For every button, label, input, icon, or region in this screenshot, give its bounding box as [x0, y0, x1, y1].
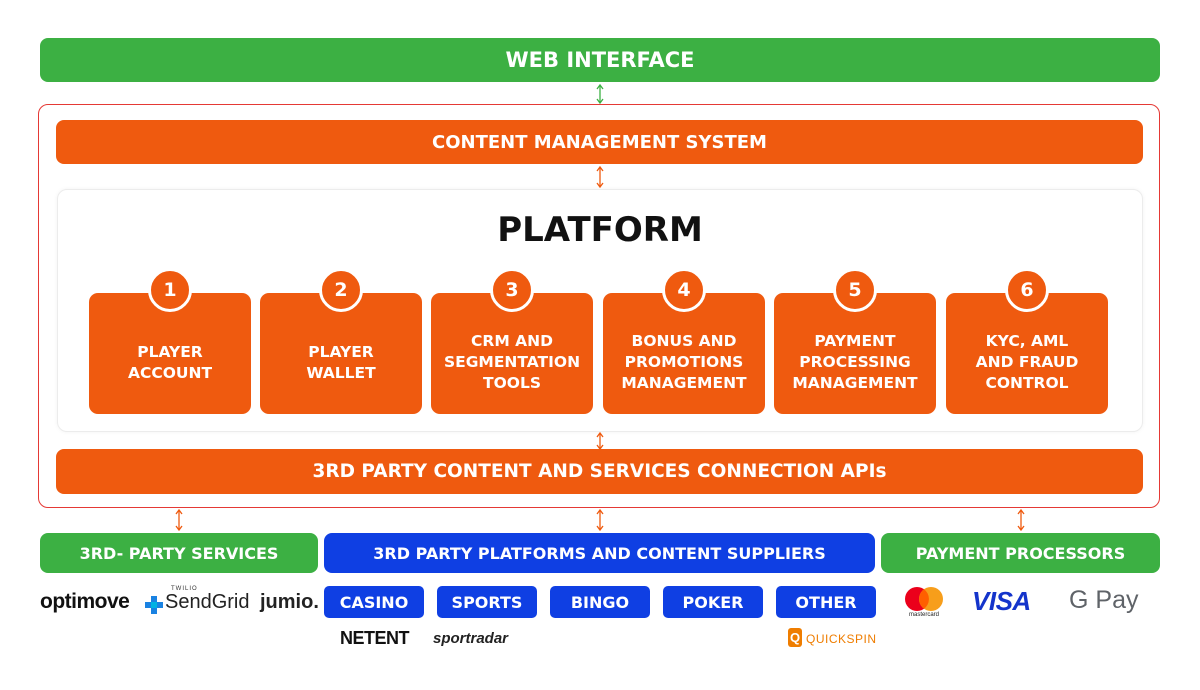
double-arrow-icon	[596, 165, 604, 189]
double-arrow-icon	[175, 508, 183, 532]
module-label: PLAYER WALLET	[306, 342, 376, 382]
module-label: PLAYER ACCOUNT	[127, 342, 213, 382]
double-arrow-icon	[596, 431, 604, 451]
module-payment-processing: PAYMENT PROCESSING MANAGEMENT	[774, 293, 936, 414]
sendgrid-mark-icon	[145, 596, 163, 614]
module-number-badge: 5	[833, 268, 877, 312]
double-arrow-icon	[596, 83, 604, 105]
third-party-services-bar: 3RD- PARTY SERVICES	[40, 533, 318, 573]
module-number-badge: 4	[662, 268, 706, 312]
apis-bar: 3RD PARTY CONTENT AND SERVICES CONNECTIO…	[56, 449, 1143, 494]
module-number-badge: 6	[1005, 268, 1049, 312]
suppliers-bar: 3RD PARTY PLATFORMS AND CONTENT SUPPLIER…	[324, 533, 875, 573]
payment-processors-label: PAYMENT PROCESSORS	[915, 543, 1126, 563]
payment-processors-bar: PAYMENT PROCESSORS	[881, 533, 1160, 573]
platform-frame	[38, 104, 1160, 508]
double-arrow-icon	[1017, 508, 1025, 532]
cms-bar: CONTENT MANAGEMENT SYSTEM	[56, 120, 1143, 164]
module-label: PAYMENT PROCESSING MANAGEMENT	[792, 332, 918, 392]
cms-label: CONTENT MANAGEMENT SYSTEM	[432, 131, 767, 153]
module-label: CRM AND SEGMENTATION TOOLS	[443, 332, 581, 392]
module-number-badge: 1	[148, 268, 192, 312]
category-bingo: BINGO	[550, 586, 650, 618]
mastercard-logo: mastercard	[902, 586, 946, 620]
module-kyc-aml-fraud: KYC, AML AND FRAUD CONTROL	[946, 293, 1108, 414]
module-label: BONUS AND PROMOTIONS MANAGEMENT	[621, 332, 747, 392]
mastercard-circles-icon	[905, 587, 943, 611]
suppliers-label: 3RD PARTY PLATFORMS AND CONTENT SUPPLIER…	[373, 543, 826, 563]
sportradar-logo: sportradar	[433, 630, 509, 647]
module-number-badge: 3	[490, 268, 534, 312]
category-poker: POKER	[663, 586, 763, 618]
category-sports: SPORTS	[437, 586, 537, 618]
module-bonus-promotions: BONUS AND PROMOTIONS MANAGEMENT	[603, 293, 765, 414]
module-player-wallet: PLAYER WALLET	[260, 293, 422, 414]
netent-logo: NETENT	[340, 628, 410, 648]
quickspin-mark-icon: Q	[788, 628, 802, 647]
visa-logo: VISA	[972, 586, 1031, 616]
module-label: KYC, AML AND FRAUD CONTROL	[975, 332, 1079, 392]
category-other: OTHER	[776, 586, 876, 618]
apis-label: 3RD PARTY CONTENT AND SERVICES CONNECTIO…	[312, 461, 887, 482]
jumio-logo: jumio.	[260, 591, 319, 613]
module-number-badge: 2	[319, 268, 363, 312]
third-party-services-label: 3RD- PARTY SERVICES	[79, 543, 279, 563]
double-arrow-icon	[596, 508, 604, 532]
google-pay-logo: G Pay	[1069, 586, 1139, 614]
optimove-logo: optimove	[40, 590, 130, 613]
module-crm-segmentation: CRM AND SEGMENTATION TOOLS	[431, 293, 593, 414]
platform-title: PLATFORM	[497, 210, 703, 250]
web-interface-bar: WEB INTERFACE	[40, 38, 1160, 82]
web-interface-label: WEB INTERFACE	[505, 48, 695, 72]
module-player-account: PLAYER ACCOUNT	[89, 293, 251, 414]
category-casino: CASINO	[324, 586, 424, 618]
